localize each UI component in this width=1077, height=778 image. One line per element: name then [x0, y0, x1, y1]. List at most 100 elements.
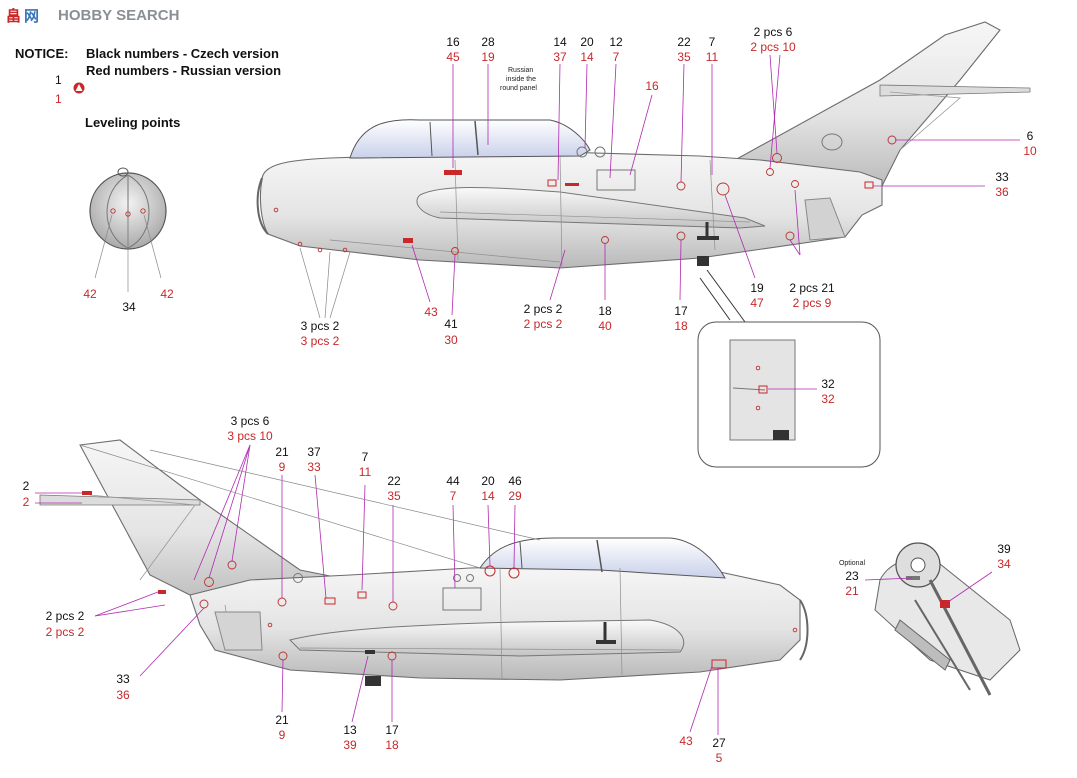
annotation-labels: 16 45 28 19 Russian inside the round pan… [23, 25, 1037, 765]
optional-note: Optional [839, 560, 866, 567]
callout-black: 17 [385, 723, 399, 737]
callout-black: 2 [23, 479, 30, 493]
callout-black: 28 [481, 35, 495, 49]
leader-lines-bottom [35, 444, 719, 735]
callout-red: 3 pcs 2 [301, 334, 340, 348]
callout-red: 36 [995, 185, 1009, 199]
callout-red: 2 pcs 2 [524, 317, 563, 331]
russian-panel-note: Russian [508, 67, 533, 74]
watermark-brand: HOBBY SEARCH [58, 7, 179, 24]
callout-red: 35 [387, 489, 401, 503]
callout-red: 35 [677, 50, 691, 64]
callout-red: 11 [706, 50, 719, 64]
watermark: 畠 网 HOBBY SEARCH [4, 4, 179, 26]
callout-black: 7 [362, 450, 369, 464]
callout-red: 9 [279, 728, 286, 742]
callout-red: 40 [598, 319, 612, 333]
roundel-icon [73, 82, 85, 94]
callout-red: 43 [679, 734, 693, 748]
callout-red: 42 [160, 287, 174, 301]
aircraft-left-side-view [39, 439, 809, 686]
russian-panel-note: inside the [506, 76, 536, 83]
callout-red: 9 [279, 460, 286, 474]
callout-black: 21 [275, 713, 289, 727]
aircraft-right-side-view [256, 21, 1031, 269]
callout-black: 44 [446, 474, 460, 488]
key-black-number: 1 [55, 73, 62, 87]
callout-red: 16 [645, 79, 659, 93]
callout-black: 27 [712, 736, 726, 750]
detail-inset [697, 269, 881, 468]
callout-red: 34 [997, 557, 1011, 571]
callout-black: 39 [997, 542, 1011, 556]
callout-red: 21 [845, 584, 859, 598]
notice-red-line: Red numbers - Russian version [86, 63, 281, 78]
callout-black: 34 [122, 300, 136, 314]
callout-black: 19 [750, 281, 764, 295]
callout-black: 41 [444, 317, 458, 331]
callout-red: 19 [481, 50, 495, 64]
callout-black: 17 [674, 304, 688, 318]
callout-black: 22 [387, 474, 401, 488]
callout-red: 47 [750, 296, 764, 310]
callout-red: 39 [343, 738, 357, 752]
callout-black: 16 [446, 35, 460, 49]
callout-red: 2 [23, 495, 30, 509]
callout-red: 10 [1023, 144, 1037, 158]
watermark-logo-alt: 网 [24, 8, 39, 25]
notice-label: NOTICE: [15, 46, 68, 61]
callout-black: 3 pcs 2 [301, 319, 340, 333]
callout-red: 45 [446, 50, 460, 64]
leader-lines-top [299, 54, 1020, 319]
callout-red: 37 [553, 50, 567, 64]
callout-red: 18 [674, 319, 688, 333]
callout-black: 7 [709, 35, 716, 49]
callout-red: 14 [481, 489, 495, 503]
callout-black: 22 [677, 35, 691, 49]
callout-red: 30 [444, 333, 458, 347]
callout-black: 46 [508, 474, 522, 488]
callout-black: 21 [275, 445, 289, 459]
callout-black: 6 [1027, 129, 1034, 143]
callout-black: 2 pcs 2 [524, 302, 563, 316]
callout-red: 42 [83, 287, 97, 301]
callout-red: 18 [385, 738, 399, 752]
callout-red: 36 [116, 688, 130, 702]
callout-red: 14 [580, 50, 594, 64]
callout-black: 14 [553, 35, 567, 49]
callout-red: 2 pcs 2 [46, 625, 85, 639]
callout-black: 2 pcs 6 [754, 25, 793, 39]
callout-black: 13 [343, 723, 357, 737]
callout-red: 33 [307, 460, 321, 474]
callout-black: 32 [821, 377, 835, 391]
callout-red: 11 [359, 465, 372, 479]
callout-black: 37 [307, 445, 321, 459]
leveling-points-label: Leveling points [85, 115, 180, 130]
russian-panel-note: round panel [500, 85, 537, 92]
callout-red: 7 [613, 50, 620, 64]
callout-red: 7 [450, 489, 457, 503]
callout-black: 20 [580, 35, 594, 49]
callout-red: 5 [716, 751, 723, 765]
callout-black: 20 [481, 474, 495, 488]
callout-black: 2 pcs 21 [789, 281, 835, 295]
callout-black: 33 [995, 170, 1009, 184]
callout-red: 2 pcs 10 [750, 40, 796, 54]
callout-black: 18 [598, 304, 612, 318]
callout-black: 3 pcs 6 [231, 414, 270, 428]
callout-red: 32 [821, 392, 835, 406]
key-red-number: 1 [55, 92, 62, 106]
callout-red: 29 [508, 489, 522, 503]
callout-black: 23 [845, 569, 859, 583]
watermark-logo: 畠 [6, 7, 21, 25]
notice-block: NOTICE: Black numbers - Czech version Re… [15, 46, 281, 130]
landing-gear-detail [864, 542, 1021, 696]
nose-front-view [89, 167, 167, 292]
callout-black: 33 [116, 672, 130, 686]
callout-red: 43 [424, 305, 438, 319]
callout-black: 12 [609, 35, 623, 49]
callout-black: 2 pcs 2 [46, 609, 85, 623]
callout-red: 3 pcs 10 [227, 429, 273, 443]
notice-black-line: Black numbers - Czech version [86, 46, 279, 61]
